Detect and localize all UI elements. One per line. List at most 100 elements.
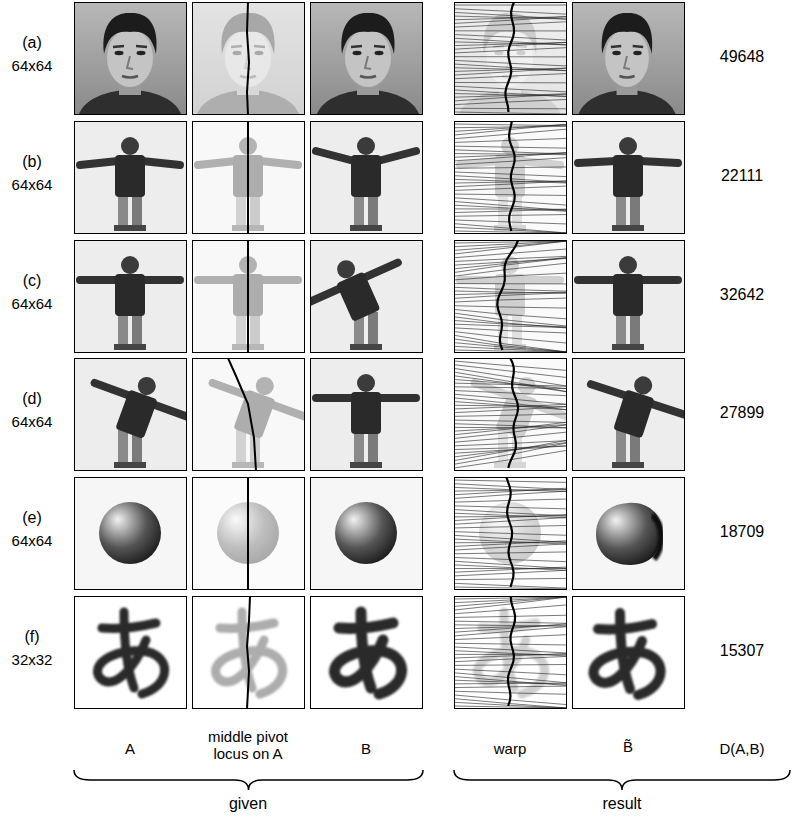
leg xyxy=(630,312,640,348)
background xyxy=(192,596,305,709)
person xyxy=(310,241,412,350)
column-label: B̃ xyxy=(623,738,633,755)
image-cell xyxy=(454,358,577,471)
warp-line xyxy=(454,407,567,413)
background xyxy=(192,477,305,590)
cell-content xyxy=(74,2,187,115)
pale-image xyxy=(454,2,567,115)
photo-background xyxy=(310,358,423,471)
eye xyxy=(612,51,621,55)
cell-content xyxy=(572,121,685,234)
image-size: 64x64 xyxy=(12,176,53,193)
cell-content xyxy=(310,2,423,115)
head xyxy=(121,137,139,155)
torso xyxy=(115,389,158,439)
image-cell xyxy=(310,596,423,709)
warp-line xyxy=(454,420,567,422)
warp-line xyxy=(454,283,567,284)
leg xyxy=(118,312,128,348)
pale-image xyxy=(192,596,305,709)
face-skin xyxy=(605,29,649,87)
warp-line xyxy=(454,167,567,168)
warp-line xyxy=(454,686,567,687)
cell-frame xyxy=(455,597,567,709)
sphere xyxy=(99,502,161,564)
warp-line xyxy=(454,108,567,109)
torso xyxy=(613,389,655,438)
warp-line xyxy=(454,383,567,386)
cell-frame xyxy=(455,3,567,115)
upper-body xyxy=(316,137,416,197)
person xyxy=(80,137,180,231)
distance-value: 15307 xyxy=(720,642,765,659)
person xyxy=(316,137,416,231)
foot xyxy=(114,462,146,468)
glyph-stroke xyxy=(594,641,661,695)
head xyxy=(632,374,655,397)
head xyxy=(135,374,158,397)
torso xyxy=(351,155,381,197)
warp-line xyxy=(454,621,567,623)
cell-content xyxy=(572,2,685,115)
group-label: result xyxy=(602,795,641,812)
leg xyxy=(118,430,128,466)
cell-content xyxy=(310,240,423,353)
leg xyxy=(354,193,364,229)
warp-line xyxy=(454,99,567,104)
foot xyxy=(114,225,146,231)
photo-background xyxy=(572,240,685,353)
hair xyxy=(103,13,156,54)
leg xyxy=(616,193,626,229)
image-cell xyxy=(74,477,187,590)
kana-glyph xyxy=(335,612,402,694)
warp-line xyxy=(454,680,567,684)
cell-content xyxy=(572,358,685,471)
cell-frame xyxy=(193,359,305,471)
pivot-locus xyxy=(247,596,250,709)
eye xyxy=(255,51,264,55)
warp-line xyxy=(454,22,567,27)
head xyxy=(357,137,375,155)
warp-line xyxy=(454,158,567,165)
warp-line xyxy=(454,402,567,410)
warp-line xyxy=(454,405,567,406)
image-cell xyxy=(310,358,423,471)
nose xyxy=(624,56,630,69)
photo-background xyxy=(74,121,187,234)
background xyxy=(74,477,187,590)
eye xyxy=(137,51,146,55)
leg xyxy=(236,193,246,229)
warp-line xyxy=(454,320,567,326)
foot xyxy=(350,344,382,350)
brace xyxy=(454,770,790,790)
warp-line xyxy=(454,361,567,370)
sphere xyxy=(335,502,397,564)
warp-line xyxy=(454,425,567,439)
torso xyxy=(613,155,643,197)
warp-line xyxy=(454,552,567,554)
glyph-stroke xyxy=(220,623,274,628)
photo-background xyxy=(192,240,305,353)
foot xyxy=(232,462,264,468)
distance-value: 22111 xyxy=(721,167,763,184)
photo-background xyxy=(454,358,567,471)
background xyxy=(74,596,187,709)
background xyxy=(454,477,567,590)
background xyxy=(192,121,305,234)
warp-line xyxy=(454,335,567,352)
person xyxy=(580,361,685,468)
leg xyxy=(236,312,246,348)
cell-frame xyxy=(573,241,685,353)
face-skin xyxy=(107,29,153,87)
cell-frame xyxy=(311,3,423,115)
background xyxy=(310,477,423,590)
image-cell xyxy=(74,358,197,471)
foot xyxy=(612,344,644,350)
warp-locus xyxy=(509,121,515,231)
cell-content xyxy=(74,240,187,353)
warp-line xyxy=(454,605,567,614)
warp-line xyxy=(454,570,567,576)
photo-background xyxy=(454,121,567,234)
image-size: 64x64 xyxy=(12,532,53,549)
